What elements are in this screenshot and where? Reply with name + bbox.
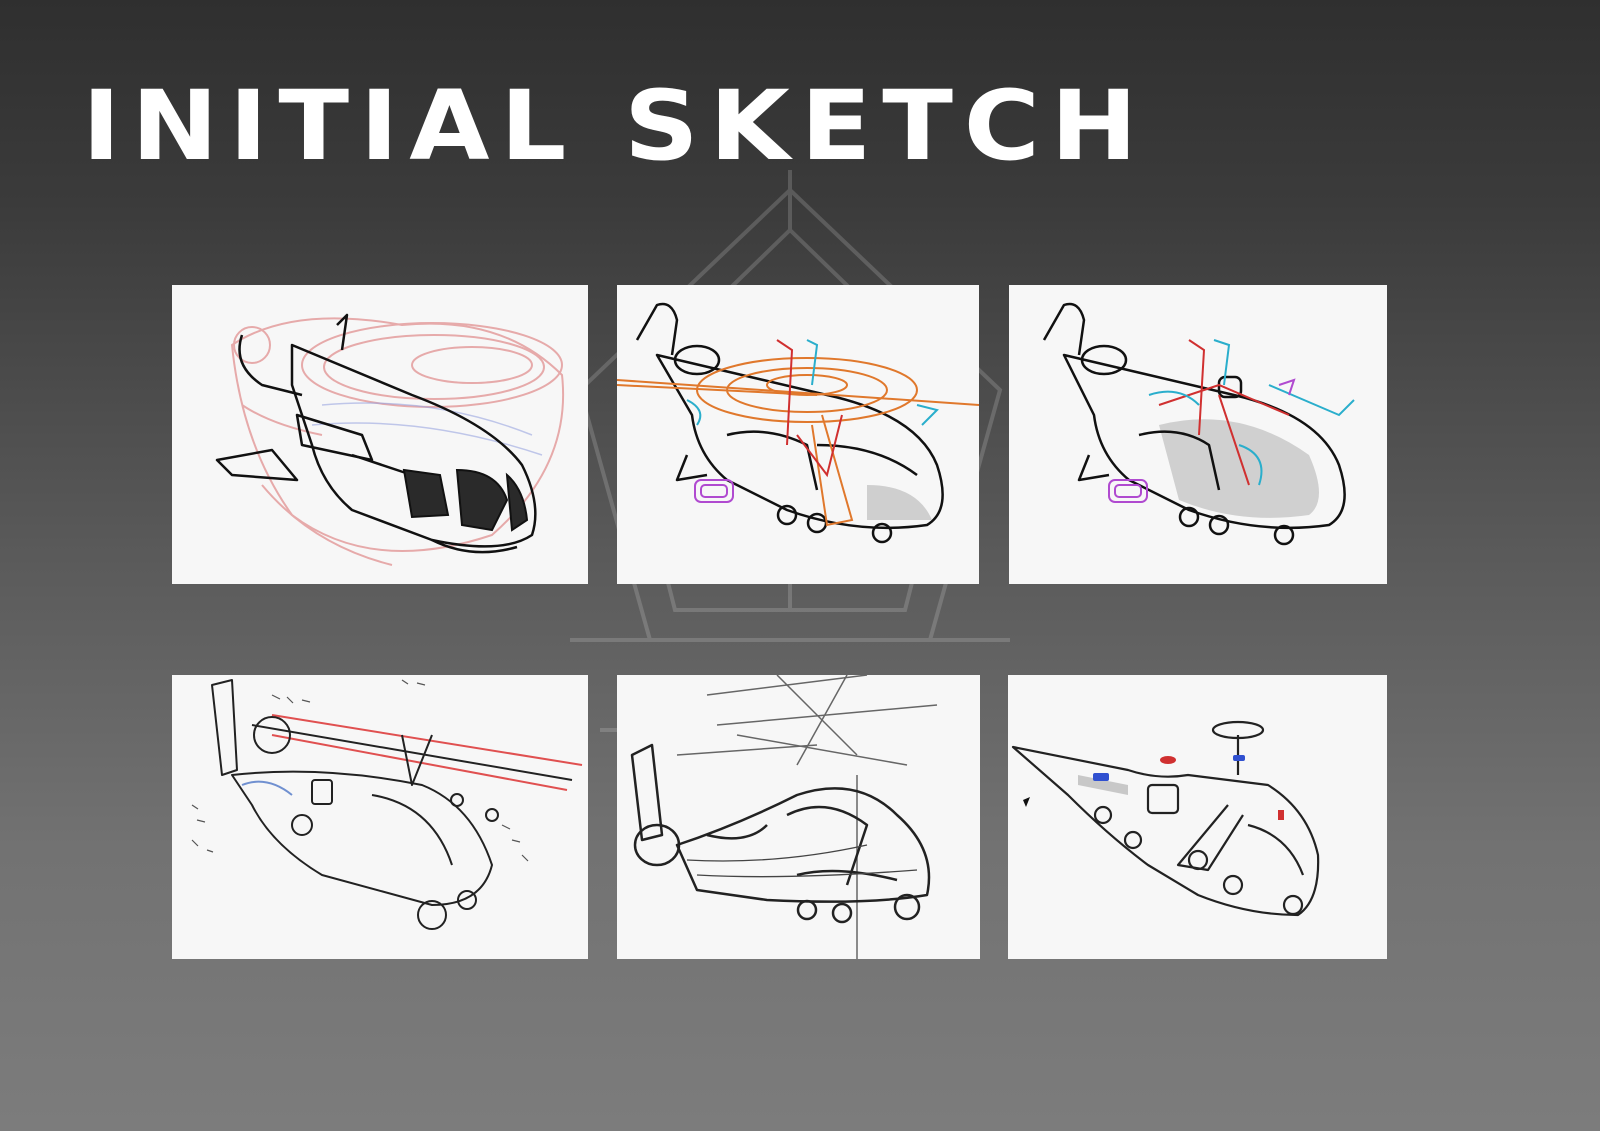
sketch-panel-2 (617, 285, 979, 584)
sketch-panel-6 (1008, 675, 1387, 959)
sketch-panel-3 (1009, 285, 1387, 584)
helicopter-sketch-3-icon (1042, 302, 1355, 546)
helicopter-sketch-6-icon (1011, 720, 1320, 917)
page-title: INITIAL SKETCH (82, 70, 1149, 182)
helicopter-sketch-1-icon (215, 313, 565, 566)
sketch-panel-1 (172, 285, 588, 584)
sketch-panel-5 (617, 675, 980, 959)
helicopter-sketch-4-icon (191, 679, 583, 930)
helicopter-sketch-5-icon (630, 675, 938, 959)
sketch-panel-4 (172, 675, 588, 959)
helicopter-sketch-2-icon (617, 302, 979, 544)
